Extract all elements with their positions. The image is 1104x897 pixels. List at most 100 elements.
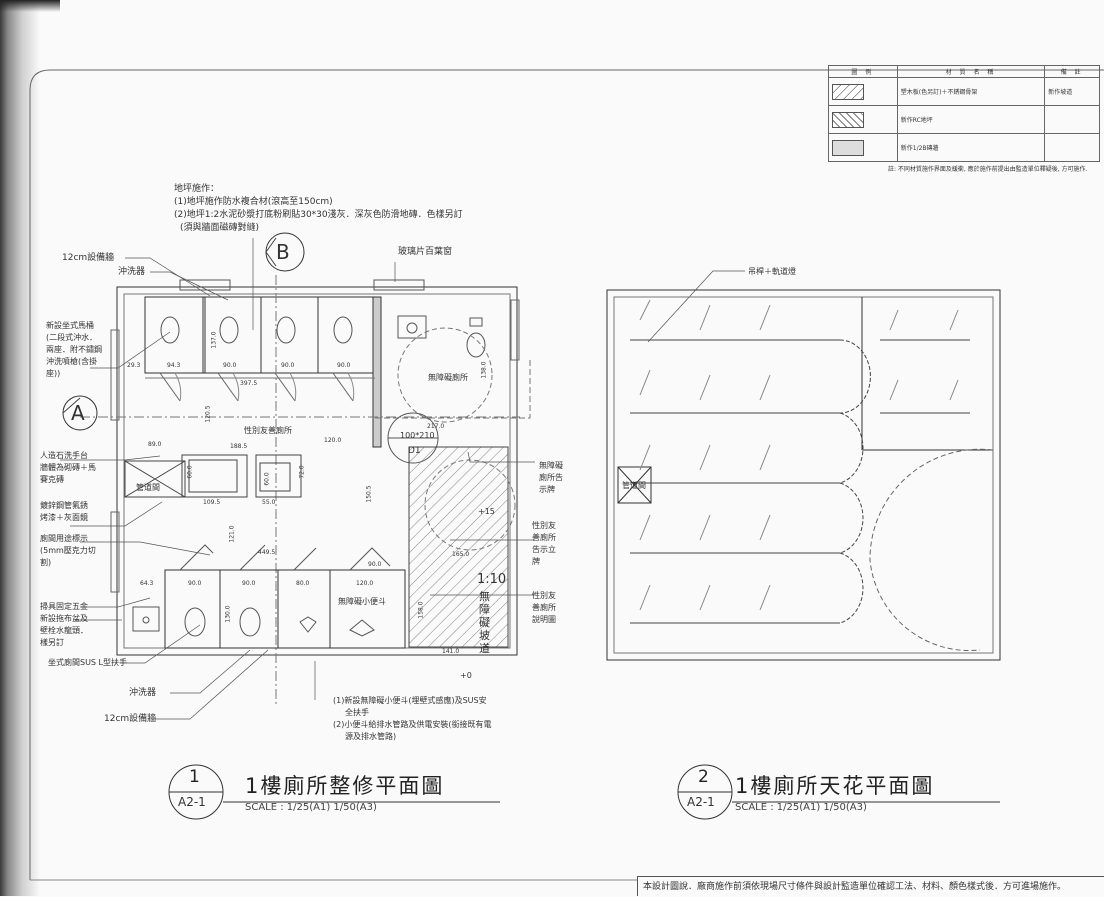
dimension: 121.0 bbox=[228, 525, 236, 543]
label-accessible-urinal: 無障礙小便斗 bbox=[338, 597, 386, 606]
label-pipe-shaft: 管道間 bbox=[136, 483, 160, 492]
plan1-top-stalls bbox=[144, 296, 382, 448]
drawing-scale: SCALE : 1/25(A1) 1/50(A3) bbox=[735, 802, 867, 813]
page-binding-shadow bbox=[0, 0, 40, 896]
label-ramp: 無 障 礙 坡 道 bbox=[479, 590, 490, 655]
dimension: 90.0 bbox=[368, 561, 382, 568]
legend-row: 新作RC地坪 bbox=[828, 105, 1100, 134]
level-marker-15: +15 bbox=[478, 507, 495, 516]
diagonal-hatch-swatch bbox=[832, 83, 864, 100]
dimension: 120.5 bbox=[204, 405, 212, 423]
dimension: 449.5 bbox=[258, 549, 276, 556]
plan2-ceiling-panels bbox=[630, 299, 994, 652]
dimension: 397.5 bbox=[240, 380, 258, 387]
dimension: 94.3 bbox=[167, 362, 181, 369]
dimension: 29.3 bbox=[127, 362, 141, 369]
page-corner-shadow bbox=[0, 0, 60, 12]
dimension: 217.0 bbox=[427, 423, 445, 430]
urinal-note-line: 全扶手 bbox=[345, 708, 369, 717]
label-accessible-wc: 無障礙廁所 bbox=[428, 373, 468, 382]
label-gf-sign-stand: 性別友 善廁所 告示立 牌 bbox=[532, 521, 556, 566]
drawing-number: 2 bbox=[698, 767, 709, 787]
sheet-frame bbox=[29, 69, 1104, 880]
label-equip-wall-bottom: 12cm設備牆 bbox=[104, 714, 157, 724]
drawing-title: 1樓廁所天花平面圖 bbox=[735, 774, 935, 798]
floor-note-line: (2)地坪1:2水泥砂漿打底粉刷貼30*30淺灰．深灰色防滑地磚．色樣另訂 bbox=[174, 210, 463, 220]
label-pipe-shaft: 管道間 bbox=[622, 481, 646, 490]
label-flusher-bottom: 沖洗器 bbox=[129, 688, 157, 698]
legend-material: 新作RC地坪 bbox=[896, 105, 1046, 134]
title-symbols bbox=[168, 764, 1000, 820]
legend-header: 圖 例 bbox=[828, 65, 898, 78]
legend-row: 塑木板(色另訂)＋不銹鋼骨架 新作坡道 bbox=[828, 77, 1100, 106]
dotted-brick-swatch bbox=[832, 139, 864, 156]
dimension: 90.0 bbox=[223, 362, 237, 369]
dimension: 130.0 bbox=[224, 605, 232, 623]
section-marker-b: B bbox=[276, 240, 290, 264]
label-ramp-ratio: 1:10 bbox=[477, 572, 507, 587]
label-fixture: 掃具固定五金 bbox=[40, 602, 88, 611]
legend-remark bbox=[1044, 105, 1100, 134]
legend-remark: 新作坡道 bbox=[1044, 77, 1100, 106]
dimension: 141.0 bbox=[442, 648, 460, 655]
dimension: 137.0 bbox=[210, 331, 218, 349]
drawing-number: 1 bbox=[189, 767, 200, 787]
dimension: 90.0 bbox=[281, 362, 295, 369]
dimension: 60.0 bbox=[186, 465, 194, 479]
dimension: 150.5 bbox=[365, 485, 373, 503]
label-usage-sign: 廁間用途標示 (5mm壓克力切 割) bbox=[40, 534, 96, 567]
cross-hatch-swatch bbox=[832, 111, 864, 128]
legend-row: 新作1/2B磚牆 bbox=[828, 133, 1100, 162]
urinal-note-line: 源及排水管路) bbox=[345, 732, 397, 741]
door-tag-size: 100*210 bbox=[400, 431, 435, 440]
dimension: 158.0 bbox=[417, 601, 425, 619]
footer-note: 本設計圖說．廠商施作前須依現場尺寸條件與設計監造單位確認工法、材料、顏色樣式後．… bbox=[637, 876, 1104, 896]
legend-note: 註: 不同材質施作界面及緩衝, 應於施作前提出由監造單位釋疑後, 方可施作. bbox=[888, 166, 1088, 173]
door-tag-id: D1 bbox=[408, 446, 421, 456]
urinal-note-line: (1)新設無障礙小便斗(埋壁式感應)及SUS安 bbox=[333, 696, 487, 705]
dimension: 55.0 bbox=[262, 499, 276, 506]
dimension: 60.0 bbox=[263, 472, 271, 486]
label-mirror: 鍍鋅鋼管氟銹 烤漆＋灰面鏡 bbox=[40, 501, 88, 522]
label-toilet: 新設坐式馬桶 (二段式沖水． 兩座．附不鏽鋼 沖洗噴槍(含掛 座)) bbox=[46, 321, 102, 378]
label-flusher-top: 沖洗器 bbox=[118, 267, 146, 277]
label-equip-wall-top: 12cm設備牆 bbox=[62, 253, 115, 263]
plan1-leaders bbox=[60, 238, 745, 720]
label-accessible-sign: 無障礙 廁所告 示牌 bbox=[539, 461, 563, 494]
dimension: 89.0 bbox=[148, 441, 162, 448]
label-grab-bar: 坐式廁間SUS L型扶手 bbox=[48, 658, 128, 667]
dimension: 90.0 bbox=[188, 580, 202, 587]
plan2-walls bbox=[606, 289, 1001, 661]
legend-header: 材 質 名 稱 bbox=[896, 65, 1046, 78]
dimension: 138.0 bbox=[480, 361, 488, 379]
floor-note-line: (1)地坪施作防水複合材(滾高至150cm) bbox=[174, 197, 333, 207]
section-marker-a: A bbox=[71, 401, 85, 425]
dimension: 165.0 bbox=[452, 551, 470, 558]
legend-remark bbox=[1044, 133, 1100, 162]
floor-note-line: 地坪施作： bbox=[174, 184, 220, 194]
material-legend-table: 圖 例 材 質 名 稱 備 註 塑木板(色另訂)＋不銹鋼骨架 新作坡道 新作RC… bbox=[828, 65, 1100, 162]
dimension: 188.5 bbox=[230, 443, 248, 450]
legend-header: 備 註 bbox=[1044, 65, 1100, 78]
plan1-bottom-stalls bbox=[164, 544, 406, 649]
drawing-scale: SCALE : 1/25(A1) 1/50(A3) bbox=[245, 802, 377, 813]
level-marker-0: +0 bbox=[460, 671, 472, 680]
drawing-title: 1樓廁所整修平面圖 bbox=[245, 774, 445, 798]
sheet-number: A2-1 bbox=[687, 795, 715, 809]
dimension: 64.3 bbox=[140, 580, 154, 587]
dimension: 90.0 bbox=[242, 580, 256, 587]
label-ceiling-track-light: 吊桿＋軌道燈 bbox=[748, 267, 796, 276]
dimension: 90.0 bbox=[337, 362, 351, 369]
plan1-sink-counter bbox=[124, 454, 302, 498]
floor-note-line: (須與牆面磁磚對縫) bbox=[180, 223, 260, 233]
dimension: 120.0 bbox=[324, 437, 342, 444]
urinal-note-line: (2)小便斗給排水管路及供電安裝(銜接既有電 bbox=[333, 720, 492, 729]
label-gf-diagram: 性別友 善廁所 說明圖 bbox=[532, 591, 556, 624]
dimension: 80.0 bbox=[296, 580, 310, 587]
dimension: 72.0 bbox=[298, 465, 306, 479]
label-gender-friendly-wc: 性別友善廁所 bbox=[244, 426, 292, 435]
sheet-number: A2-1 bbox=[178, 795, 206, 809]
dimension: 109.5 bbox=[203, 499, 221, 506]
label-mop-sink: 新設拖布盆及 壁栓水龍頭． 樣另訂 bbox=[40, 614, 88, 647]
